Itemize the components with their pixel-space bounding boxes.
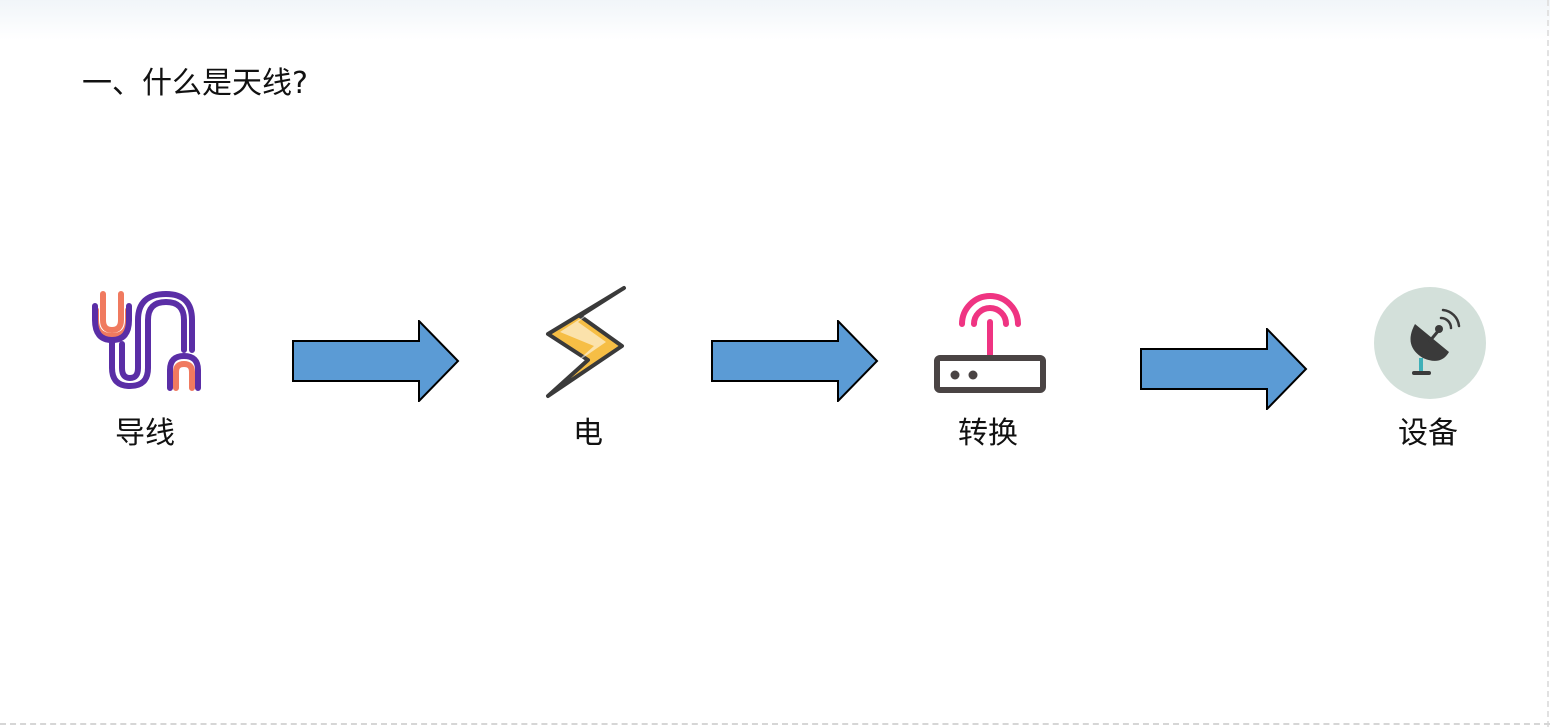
satellite-dish-icon (1374, 287, 1486, 399)
node-label-wire: 导线 (115, 416, 175, 451)
lightning-icon (546, 286, 626, 398)
router-icon (934, 293, 1046, 393)
cable-icon (92, 290, 201, 391)
right-dashed-border (1547, 0, 1549, 727)
flow-arrow-3 (1140, 328, 1308, 410)
top-shadow (0, 0, 1550, 40)
node-label-electricity: 电 (573, 416, 603, 451)
page-title: 一、什么是天线? (82, 66, 308, 101)
node-label-conversion: 转换 (958, 416, 1018, 451)
flow-arrow-1 (292, 320, 460, 402)
flow-arrow-2 (711, 320, 879, 402)
bottom-dashed-border (0, 723, 1550, 725)
node-label-device: 设备 (1398, 416, 1458, 451)
